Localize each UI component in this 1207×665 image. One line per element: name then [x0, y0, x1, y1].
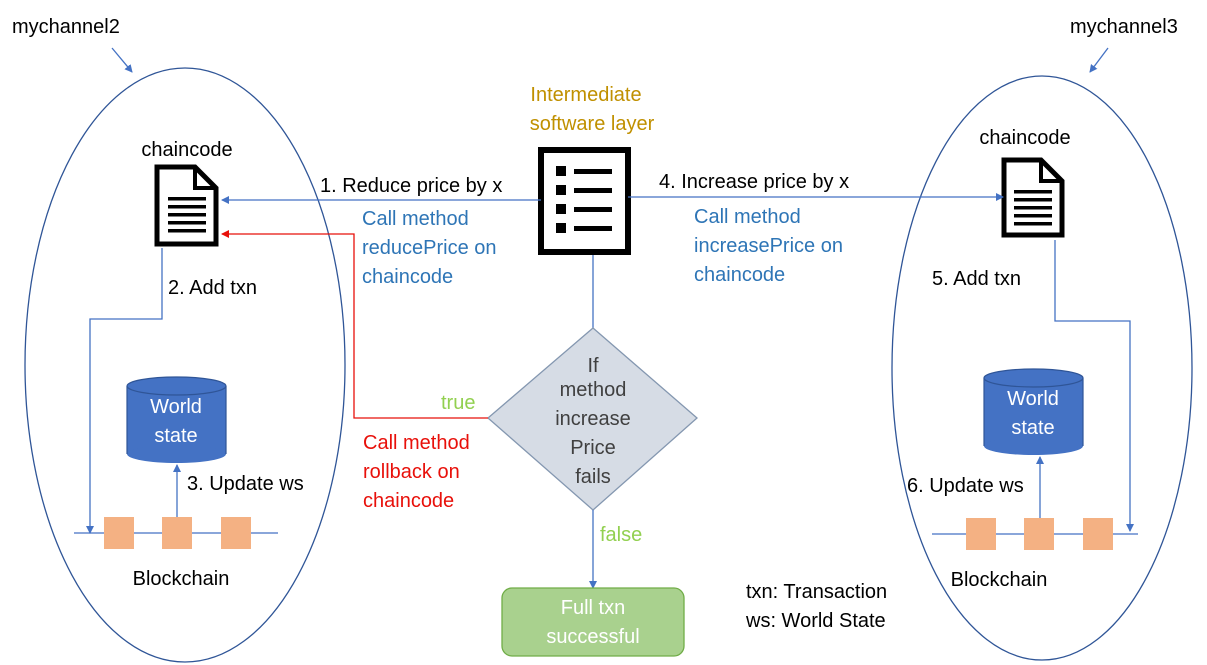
right-blockchain-label: Blockchain: [951, 569, 1048, 591]
left-world-state-line1: World: [150, 396, 202, 418]
middle-title-line2: software layer: [530, 113, 655, 135]
channel-left-label: mychannel2: [12, 16, 120, 38]
right-block-3: [1083, 518, 1113, 550]
increase-price-label: 4. Increase price by x: [659, 171, 849, 193]
decision-line5: fails: [575, 466, 611, 488]
right-world-state-database-icon: [983, 368, 1084, 455]
increase-call-line1: Call method: [694, 206, 801, 228]
right-add-txn-arrow: [1054, 240, 1134, 532]
right-block-1: [966, 518, 996, 550]
false-label: false: [600, 524, 642, 546]
middle-title-line1: Intermediate: [530, 84, 641, 106]
left-world-state-database-icon: [126, 376, 227, 463]
right-chaincode-label: chaincode: [979, 127, 1070, 149]
decision-line2: method: [560, 379, 627, 401]
decision-line3: increase: [555, 408, 631, 430]
channel-right-ellipse: [891, 75, 1193, 661]
true-label: true: [441, 392, 475, 414]
left-block-3: [221, 517, 251, 549]
left-blockchain-label: Blockchain: [133, 568, 230, 590]
right-document-icon: [1001, 157, 1065, 238]
left-block-2: [162, 517, 192, 549]
legend-ws: ws: World State: [745, 610, 886, 632]
reduce-call-line2: reducePrice on: [362, 237, 497, 259]
rollback-arrow: [221, 230, 488, 419]
right-block-2: [1024, 518, 1054, 550]
rollback-line2: rollback on: [363, 461, 460, 483]
decision-line1: If: [587, 355, 599, 377]
channel-left-pointer: [111, 47, 133, 73]
left-add-txn-arrow: [86, 248, 163, 534]
channel-left-ellipse: [24, 67, 346, 663]
right-add-txn-label: 5. Add txn: [932, 268, 1021, 290]
increase-call-line3: chaincode: [694, 264, 785, 286]
left-add-txn-label: 2. Add txn: [168, 277, 257, 299]
channel-right-pointer: [1089, 47, 1109, 73]
result-line1: Full txn: [561, 597, 625, 619]
left-block-1: [104, 517, 134, 549]
checklist-icon: [538, 147, 631, 255]
increase-call-line2: increasePrice on: [694, 235, 843, 257]
decision-line4: Price: [570, 437, 616, 459]
right-update-ws-label: 6. Update ws: [907, 475, 1024, 497]
right-world-state-line1: World: [1007, 388, 1059, 410]
left-document-icon: [154, 164, 219, 247]
legend-txn: txn: Transaction: [746, 581, 887, 603]
rollback-line3: chaincode: [363, 490, 454, 512]
reduce-call-line1: Call method: [362, 208, 469, 230]
left-world-state-line2: state: [154, 425, 197, 447]
result-box: [501, 587, 685, 657]
right-world-state-line2: state: [1011, 417, 1054, 439]
channel-right-label: mychannel3: [1070, 16, 1178, 38]
reduce-call-line3: chaincode: [362, 266, 453, 288]
reduce-price-label: 1. Reduce price by x: [320, 175, 502, 197]
left-update-ws-label: 3. Update ws: [187, 473, 304, 495]
rollback-line1: Call method: [363, 432, 470, 454]
left-chaincode-label: chaincode: [141, 139, 232, 161]
result-line2: successful: [546, 626, 639, 648]
